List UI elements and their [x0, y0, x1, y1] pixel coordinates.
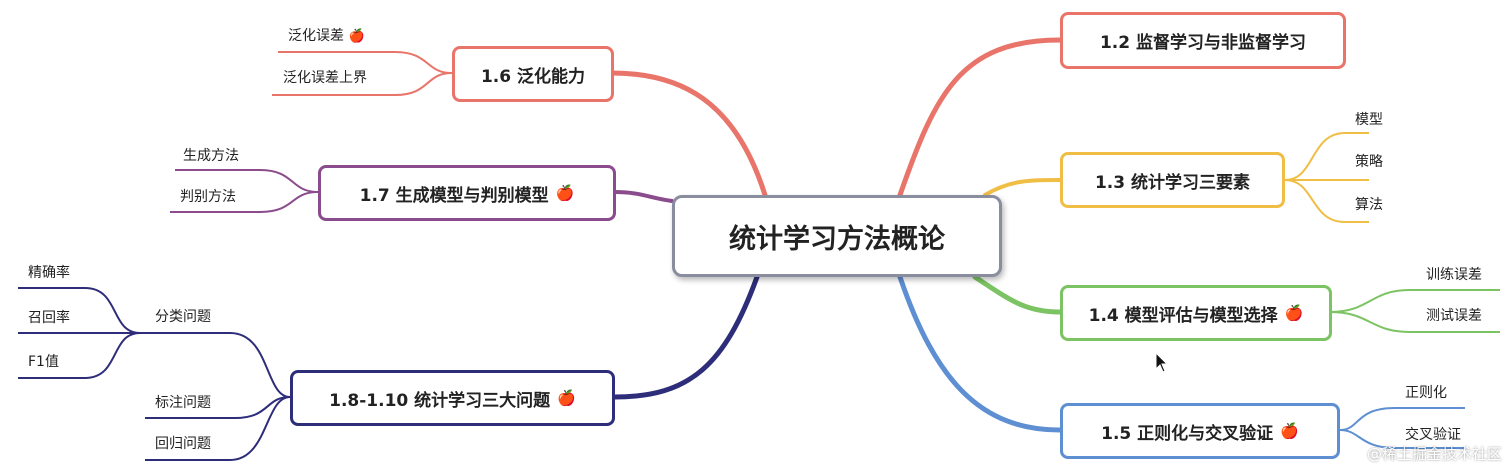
leaf-line-classification	[140, 332, 291, 398]
apple-icon: 🍎	[555, 184, 575, 202]
leaf-line-tagging	[145, 396, 291, 419]
leaf-algorithm[interactable]: 算法	[1355, 197, 1383, 213]
leaf-line-gen-bound	[272, 72, 453, 96]
leaf-line-disc-method	[170, 191, 319, 213]
apple-icon: 🍎	[1280, 422, 1299, 440]
leaf-line-algorithm	[1284, 179, 1369, 223]
leaf-line-gen-error	[278, 51, 453, 74]
leaf-test-error[interactable]: 测试误差	[1426, 308, 1482, 324]
topic-label: 1.2 监督学习与非监督学习	[1099, 33, 1307, 53]
leaf-line-regression	[145, 396, 291, 461]
leaf-cross-validation[interactable]: 交叉验证	[1405, 427, 1461, 443]
leaf-line-test-error	[1329, 311, 1500, 333]
leaf-line-f1	[18, 332, 141, 379]
leaf-line-model	[1284, 132, 1369, 181]
leaf-train-error[interactable]: 训练误差	[1426, 267, 1482, 283]
topic-supervised-learning[interactable]: 1.2 监督学习与非监督学习	[1060, 12, 1346, 69]
leaf-discriminative-method[interactable]: 判别方法	[180, 189, 236, 205]
topic-label: 1.7 生成模型与判别模型	[359, 185, 549, 206]
branch-line-problems	[612, 274, 760, 400]
leaf-label: 泛化误差	[288, 28, 344, 44]
leaf-recall[interactable]: 召回率	[28, 310, 70, 326]
topic-label: 1.4 模型评估与模型选择	[1088, 305, 1278, 326]
topic-label: 1.8-1.10 统计学习三大问题	[329, 390, 551, 411]
topic-generative-discriminative[interactable]: 1.7 生成模型与判别模型 🍎	[318, 165, 616, 221]
leaf-line-regularization	[1339, 407, 1465, 431]
apple-icon: 🍎	[557, 389, 576, 407]
topic-generalization[interactable]: 1.6 泛化能力	[452, 46, 614, 102]
leaf-gen-error[interactable]: 泛化误差 🍎	[288, 27, 365, 46]
topic-label: 1.6 泛化能力	[480, 66, 586, 87]
leaf-gen-bound[interactable]: 泛化误差上界	[283, 70, 367, 86]
root-label: 统计学习方法概论	[729, 223, 945, 255]
watermark: @稀土掘金技术社区	[1366, 445, 1502, 463]
apple-icon: 🍎	[1284, 304, 1304, 322]
branch-line-evaluation	[972, 274, 1063, 315]
leaf-f1[interactable]: F1值	[28, 354, 59, 370]
topic-label: 1.5 正则化与交叉验证	[1101, 423, 1274, 444]
leaf-strategy[interactable]: 策略	[1355, 154, 1383, 170]
branch-line-generalization	[609, 70, 768, 198]
topic-model-evaluation[interactable]: 1.4 模型评估与模型选择 🍎	[1060, 285, 1332, 341]
leaf-classification[interactable]: 分类问题	[155, 309, 211, 325]
branch-line-regularization	[897, 274, 1063, 433]
leaf-line-precision	[18, 287, 141, 334]
root-node[interactable]: 统计学习方法概论	[672, 195, 1002, 277]
apple-icon: 🍎	[348, 29, 365, 44]
leaf-line-gen-method	[175, 169, 319, 193]
leaf-model[interactable]: 模型	[1355, 112, 1383, 128]
mouse-cursor-icon	[1155, 352, 1169, 373]
topic-three-problems[interactable]: 1.8-1.10 统计学习三大问题 🍎	[290, 370, 615, 426]
leaf-generative-method[interactable]: 生成方法	[183, 148, 239, 164]
topic-label: 1.3 统计学习三要素	[1094, 172, 1251, 193]
branch-line-elements	[983, 178, 1062, 197]
branch-line-generative	[613, 190, 674, 203]
leaf-line-train-error	[1329, 289, 1500, 313]
leaf-line-cross-validation	[1339, 429, 1465, 449]
topic-three-elements[interactable]: 1.3 统计学习三要素	[1060, 152, 1285, 208]
branch-line-supervised	[897, 37, 1063, 198]
leaf-tagging[interactable]: 标注问题	[155, 395, 211, 411]
leaf-precision[interactable]: 精确率	[28, 265, 70, 281]
topic-regularization[interactable]: 1.5 正则化与交叉验证 🍎	[1060, 403, 1340, 459]
leaf-regression[interactable]: 回归问题	[155, 436, 211, 452]
leaf-regularization[interactable]: 正则化	[1405, 385, 1447, 401]
